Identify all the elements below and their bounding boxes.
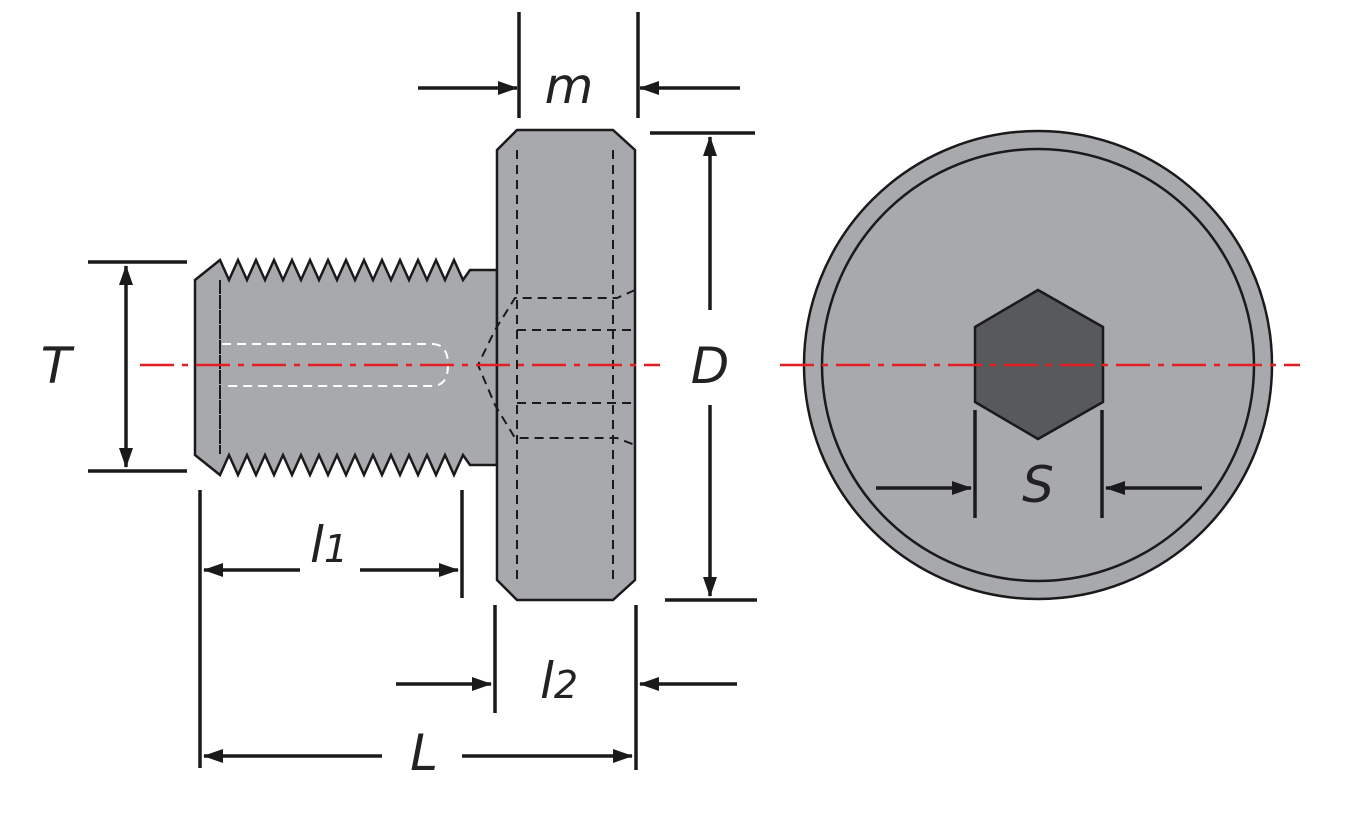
dimension-L: L [203, 724, 633, 782]
dimension-label-l2: l2 [540, 652, 578, 710]
end-view [780, 129, 1300, 601]
dimension-label-L: L [410, 724, 438, 782]
dimension-label-S: S [1022, 456, 1054, 514]
dimension-S: S [876, 410, 1202, 518]
dimension-l1: l1 [198, 490, 464, 768]
hex-socket [973, 288, 1105, 441]
dimension-label-m: m [545, 57, 594, 115]
dimension-T: T [41, 260, 187, 473]
dimension-m: m [418, 12, 740, 118]
blind-bore-hidden-line [222, 343, 450, 387]
side-view [140, 128, 660, 602]
dimension-label-l1: l1 [310, 516, 348, 574]
dimension-l2: l2 [396, 605, 737, 770]
dimension-label-D: D [691, 337, 730, 395]
dimension-label-T: T [41, 337, 75, 395]
threaded-shank [193, 256, 499, 479]
dimension-D: D [650, 131, 757, 602]
